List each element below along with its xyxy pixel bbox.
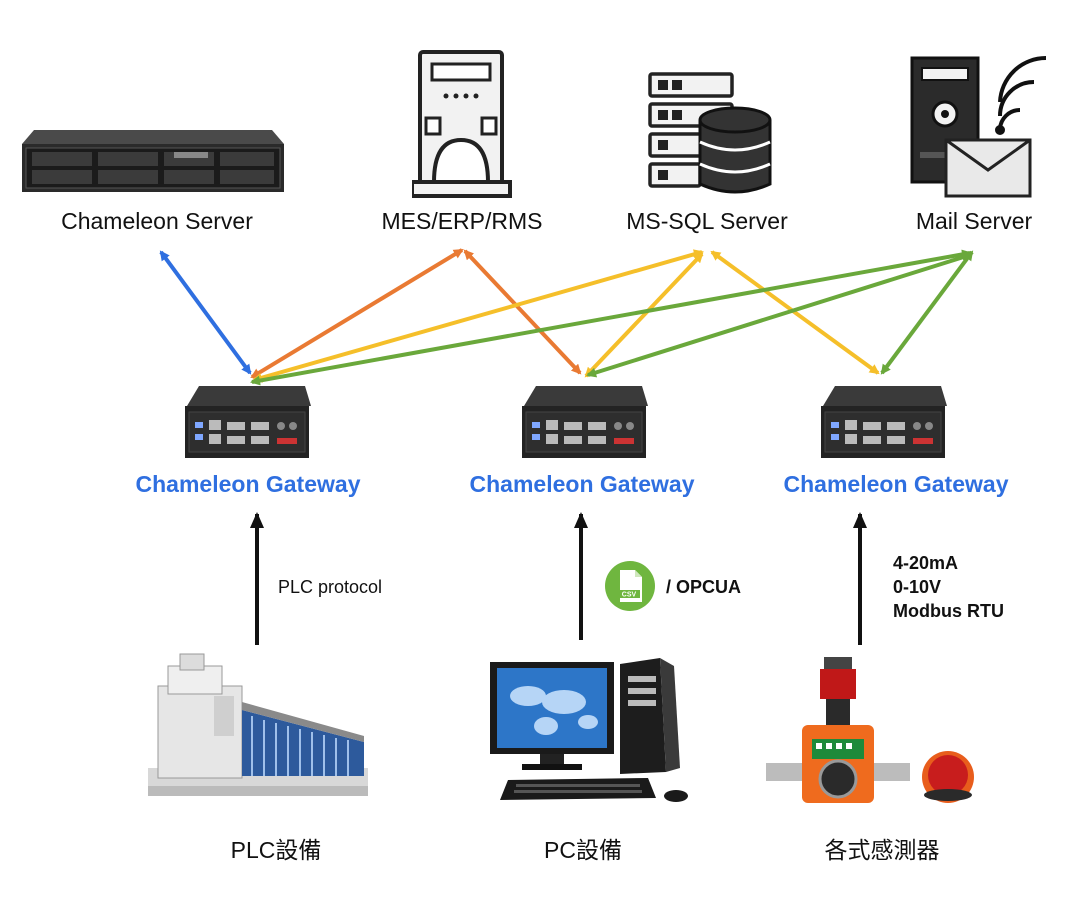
desktop-pc-icon xyxy=(490,658,688,802)
chameleon-server-label: Chameleon Server xyxy=(61,208,253,234)
mssql-label: MS-SQL Server xyxy=(626,208,788,234)
gateway-label-2: Chameleon Gateway xyxy=(469,471,695,497)
tower-server-icon xyxy=(412,50,512,198)
link-server-gateway1 xyxy=(159,250,252,375)
gateway-box-icon xyxy=(185,386,311,458)
link-mail-gateway3 xyxy=(880,250,974,375)
sensor-protocol-420ma: 4-20mA xyxy=(893,553,959,573)
mes-erp-label: MES/ERP/RMS xyxy=(381,208,543,234)
plc-protocol-label: PLC protocol xyxy=(278,577,383,597)
opcua-protocol-label: / OPCUA xyxy=(666,577,742,597)
sensor-protocol-010v: 0-10V xyxy=(893,577,942,597)
rack-server-icon xyxy=(22,130,284,192)
gateway-box-icon xyxy=(821,386,947,458)
pc-device-label: PC設備 xyxy=(544,837,622,863)
link-mes-gateway1 xyxy=(250,248,464,379)
sensor-device-label: 各式感測器 xyxy=(824,837,940,863)
mail-server-icon xyxy=(910,56,1047,198)
textile-machine-icon xyxy=(148,653,368,796)
gas-sensor-icon xyxy=(766,657,974,803)
mail-server-label: Mail Server xyxy=(915,208,1033,234)
csv-icon-text: CSV xyxy=(622,592,637,599)
sensor-protocol-modbus: Modbus RTU xyxy=(893,601,1004,621)
csv-file-icon: CSV xyxy=(605,561,655,611)
link-sql-gateway3 xyxy=(710,250,880,375)
plc-device-label: PLC設備 xyxy=(230,837,322,863)
link-mes-gateway2 xyxy=(463,249,582,375)
gateway-label-3: Chameleon Gateway xyxy=(783,471,1009,497)
gateway-label-1: Chameleon Gateway xyxy=(135,471,361,497)
gateway-box-icon xyxy=(522,386,648,458)
database-icon xyxy=(648,72,772,194)
